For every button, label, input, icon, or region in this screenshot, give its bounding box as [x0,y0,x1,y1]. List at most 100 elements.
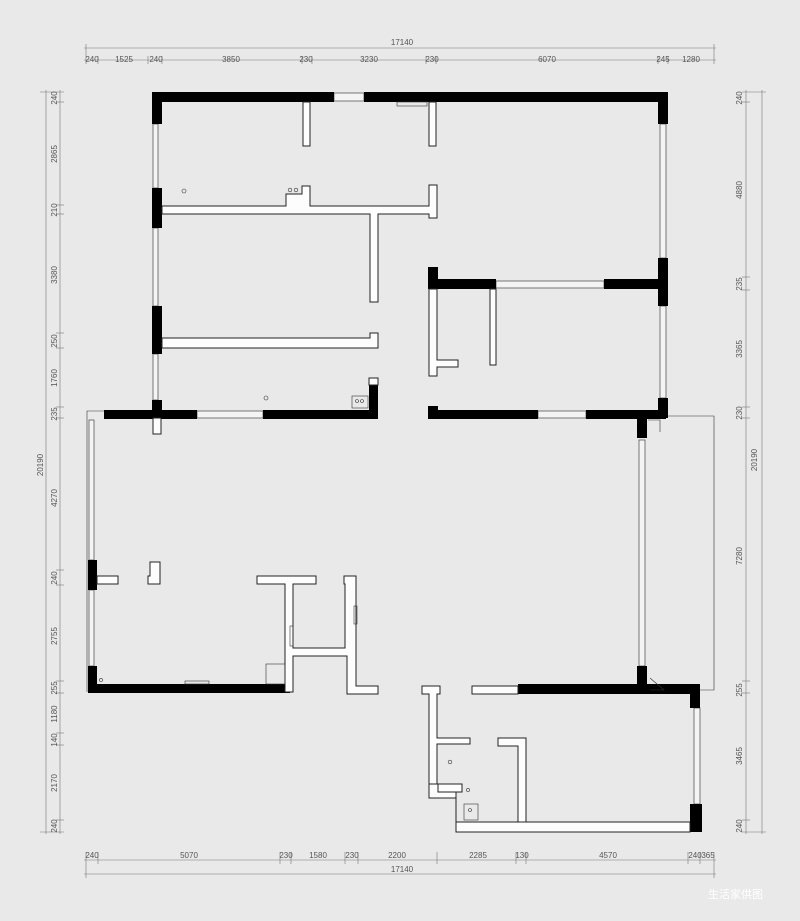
window-top-small [333,92,365,102]
left-dim-segment: 250 [50,334,59,348]
drain-icon [99,678,103,682]
partition-lower-bath [421,685,471,793]
left-dim-segment: 140 [50,733,59,747]
left-dim-segment: 240 [50,571,59,585]
pipe-shaft [463,803,479,821]
bottom-dimension-chain: 240 5070 230 1580 230 2200 2285 130 4570… [84,851,716,878]
drain-icon [263,395,269,401]
right-dim-segment: 7280 [735,547,744,565]
right-total-dim: 20190 [750,448,759,471]
top-dim-segment: 3230 [360,55,378,64]
window-right-bottom [693,707,701,805]
wall-mid-right-column [428,406,438,419]
left-dim-segment: 3380 [50,266,59,284]
window-living-left [88,419,95,561]
wall-mid-left-column [369,384,378,419]
corner-mark [649,677,665,691]
partition-living-stub [96,575,119,585]
top-dimension-chain: 17140 240 1525 240 3850 230 3230 230 607… [84,38,716,64]
window-right-upper [659,123,667,259]
right-dim-segment: 240 [735,91,744,105]
bottom-dim-segment: 2200 [388,851,406,860]
wall-living-left-column [88,560,97,590]
partition-lower-bath-2 [428,783,691,833]
left-dim-segment: 235 [50,407,59,421]
wall-bedroom-right-top [428,279,496,289]
window-living-right [638,439,646,667]
radiator-top [396,101,428,107]
right-dim-segment: 255 [735,683,744,697]
bottom-dim-segment: 240 [85,851,99,860]
window-left-lower [152,353,159,401]
drain-icon [447,759,453,765]
wall-living-bottom [88,684,290,693]
wall-bedroom-right-column [428,267,438,289]
left-dim-segment: 240 [50,91,59,105]
fixtures [99,101,665,821]
right-dim-segment: 230 [735,406,744,420]
window-left-middle [152,227,159,307]
partition-lower-top-left [471,685,519,695]
partition-middle-room [161,332,379,349]
wall-left-top-column [152,92,162,124]
top-dim-segment: 6070 [538,55,556,64]
bottom-dim-segment: 5070 [180,851,198,860]
window-right-middle [659,305,667,399]
partition-top-stub-2 [428,101,437,147]
wall-mid-right-b [586,410,666,419]
wall-left-column-3 [152,306,162,354]
left-total-dim: 20190 [36,453,45,476]
corner-mark [648,419,661,432]
window-left-upper [152,123,159,189]
bottom-dim-segment: 1580 [309,851,327,860]
right-dim-segment: 240 [735,819,744,833]
left-dim-segment: 2755 [50,627,59,645]
pipe-shaft [351,395,369,409]
partition-corner-storage [368,377,379,386]
bottom-dim-segment: 4570 [599,851,617,860]
bottom-dim-segment: 365 [701,851,715,860]
wall-living-left-bottom-column [88,666,97,692]
partition-living-pillar [147,561,161,585]
balcony-left-outline [86,410,104,692]
drain-icon [293,187,299,193]
wall-left-column-4 [152,400,162,418]
balcony-right-outline [668,415,715,691]
left-dim-segment: 1760 [50,369,59,387]
drain-icon [287,187,293,193]
left-dim-segment: 2865 [50,145,59,163]
radiator-living [184,680,210,685]
wall-mid-left-a [104,410,197,419]
wall-living-right-top [637,416,647,438]
wall-right-top-column [658,92,668,124]
partition-lower-bedroom-left [497,737,527,823]
drain-icon [468,808,472,812]
right-dim-segment: 3365 [735,340,744,358]
top-dim-segment: 1280 [682,55,700,64]
wall-bedroom-right-top-2 [604,279,664,289]
top-dim-segment: 245 [656,55,670,64]
left-dim-segment: 4270 [50,489,59,507]
wall-living-right-bottom [637,666,647,688]
partition-bedroom-1-bottom [161,184,438,303]
structural-walls [88,92,702,832]
top-dim-segment: 1525 [115,55,133,64]
top-dim-segment: 230 [425,55,439,64]
radiator-kitchen [289,625,294,647]
wall-right-column-3 [658,398,668,418]
wall-lower-right-column-top [690,684,700,708]
pipe-shaft [265,663,286,685]
left-dim-segment: 2170 [50,774,59,792]
window-right-mid-wall [537,410,587,419]
bottom-dim-segment: 2285 [469,851,487,860]
drain-icon [466,788,470,792]
right-dim-segment: 4880 [735,181,744,199]
left-dim-segment: 255 [50,681,59,695]
right-dim-segment: 3465 [735,747,744,765]
wall-left-column-2 [152,188,162,228]
bottom-dim-segment: 230 [279,851,293,860]
bottom-dim-segment: 230 [345,851,359,860]
windows [88,92,701,805]
right-dim-segment: 235 [735,277,744,291]
